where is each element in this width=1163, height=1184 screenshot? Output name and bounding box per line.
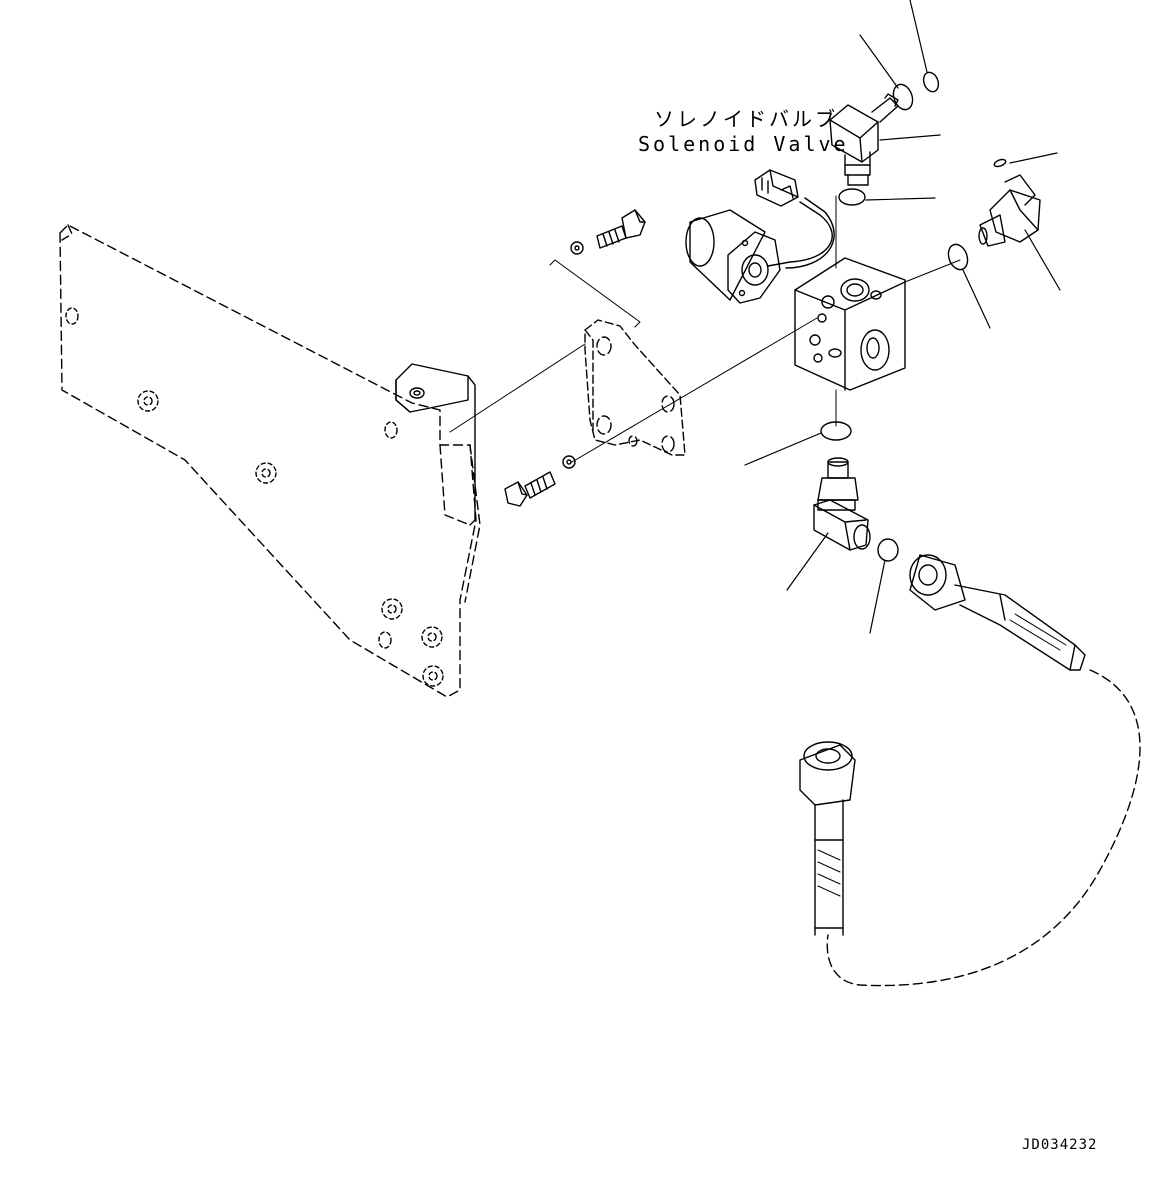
valve-block xyxy=(794,257,906,391)
o-rings xyxy=(820,71,1007,562)
hose-dashed-loop xyxy=(826,669,1141,987)
bracket-tab xyxy=(395,363,476,526)
lower-bolt xyxy=(504,455,576,507)
solenoid-valve-label-english: Solenoid Valve xyxy=(638,132,849,156)
solenoid-valve-label-japanese: ソレノイドバルブ xyxy=(654,107,838,131)
frame-plate xyxy=(59,224,481,698)
solenoid-coil xyxy=(685,209,791,304)
frame-holes xyxy=(65,307,444,687)
right-elbow-fitting xyxy=(978,174,1041,247)
lower-elbow-fitting xyxy=(813,457,871,551)
upper-bolt xyxy=(570,209,646,255)
upper-elbow-fitting xyxy=(829,93,899,186)
alignment-lines xyxy=(449,195,961,463)
drawing-id: JD034232 xyxy=(1022,1137,1098,1153)
callout-leaders xyxy=(744,0,1061,634)
hose-assembly xyxy=(799,554,1086,936)
mounting-plate xyxy=(584,319,686,456)
connector-wire xyxy=(754,169,835,269)
